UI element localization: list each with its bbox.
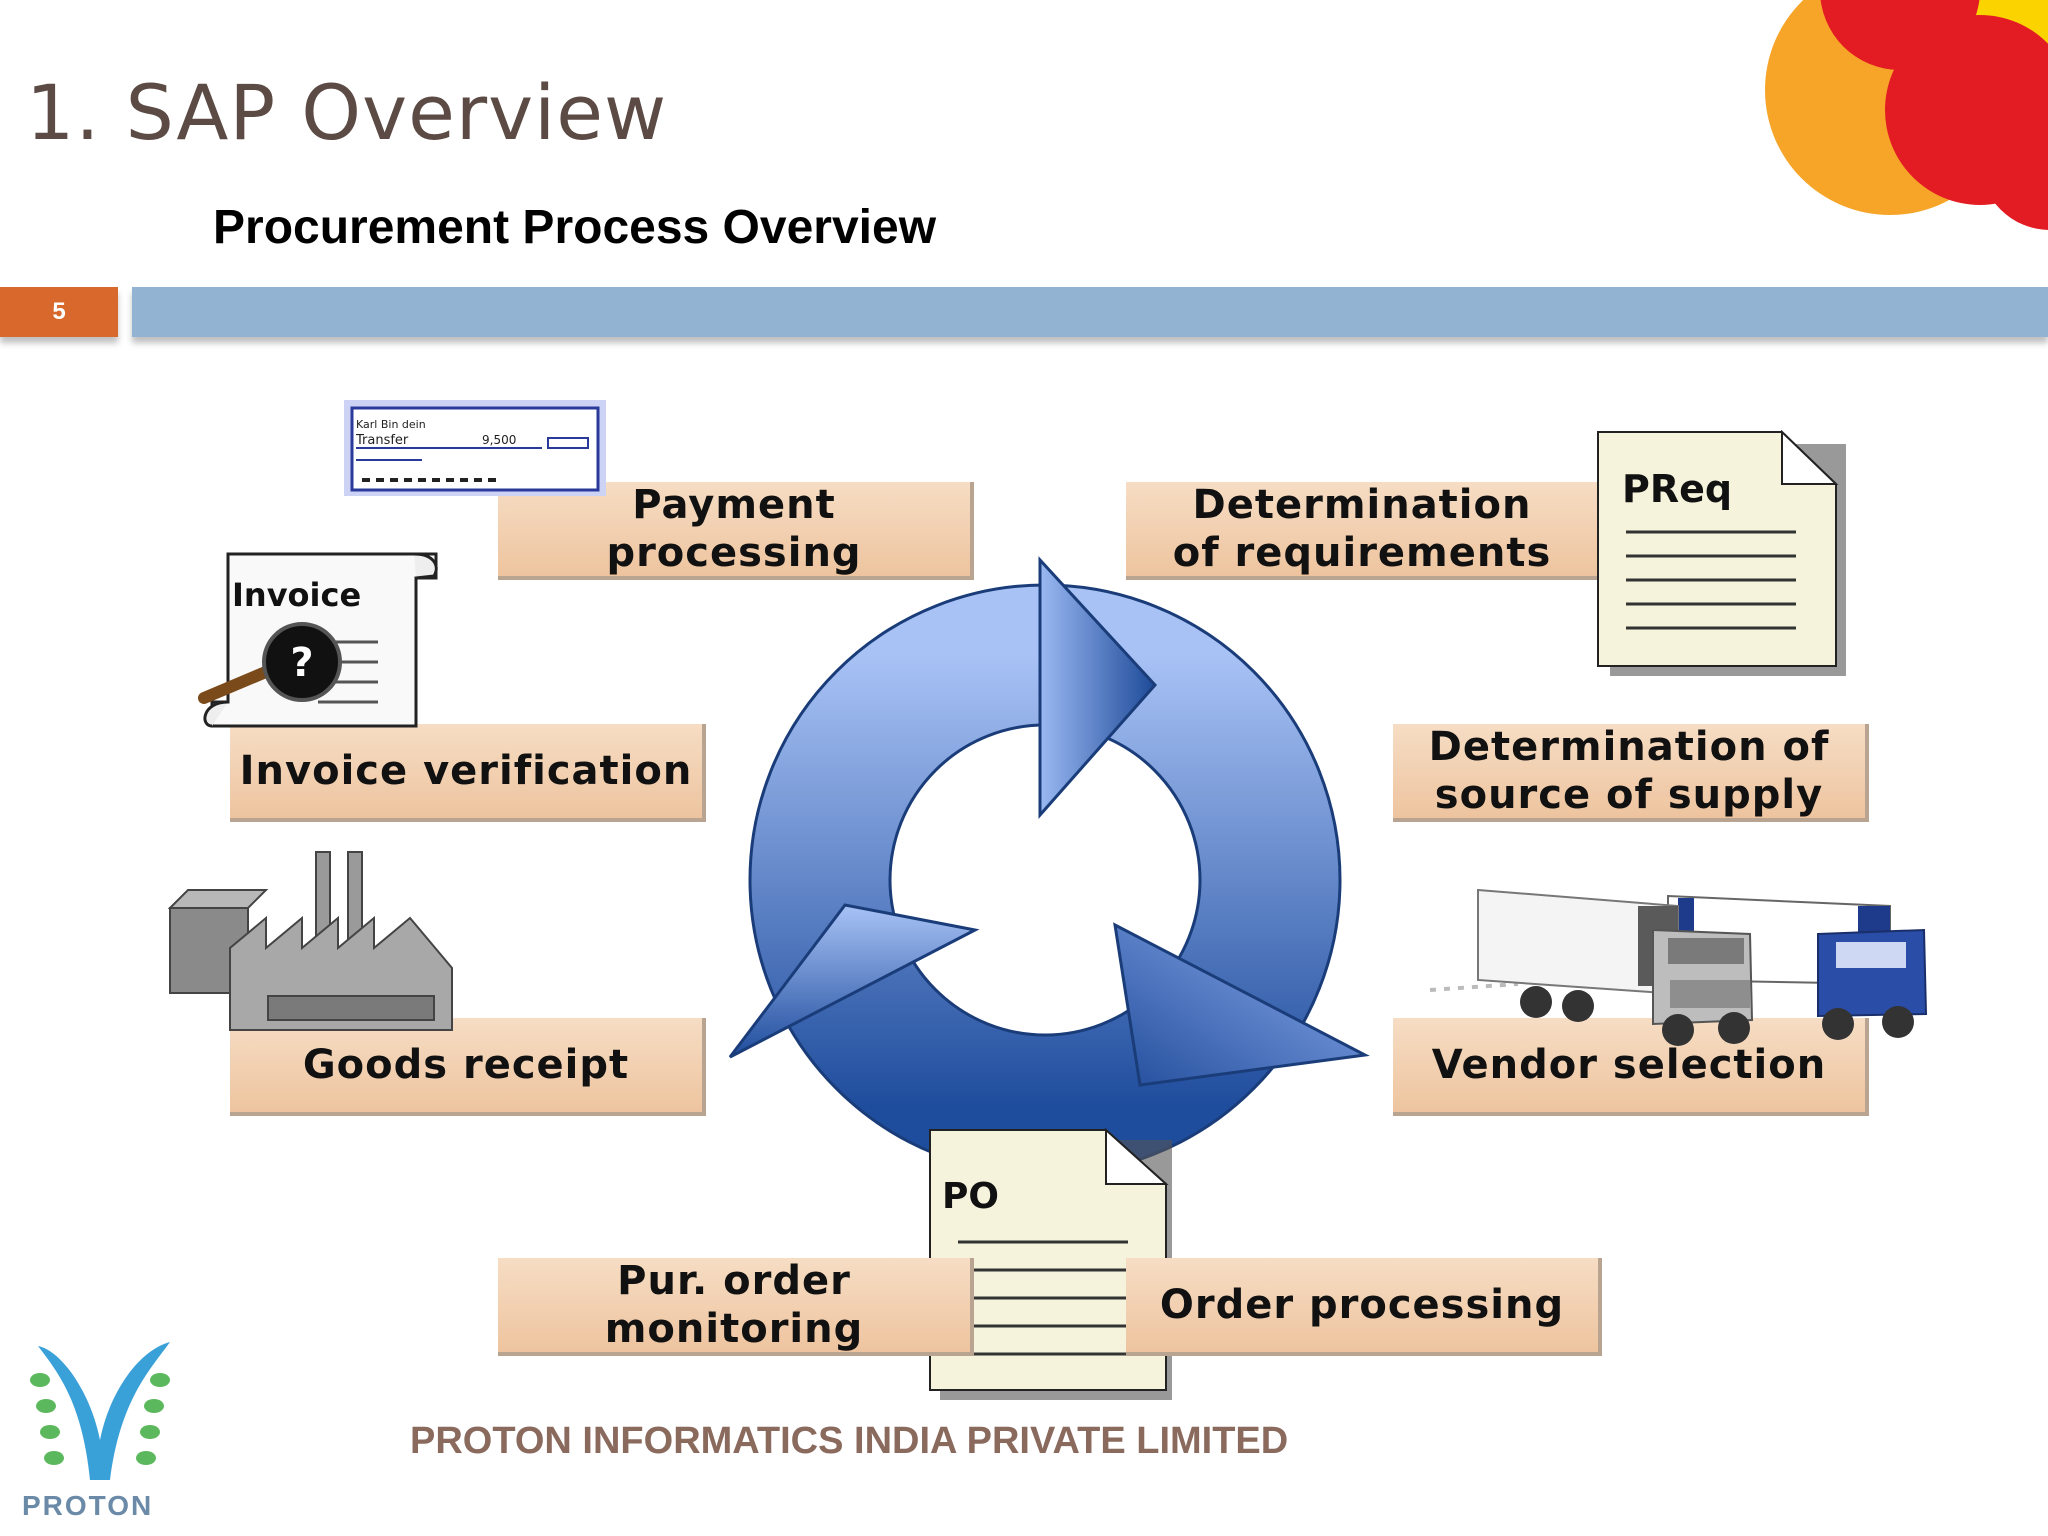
step-invoice-verification: Invoice verification	[230, 724, 706, 822]
purchase-requisition-document-icon: PReq	[1597, 430, 1846, 676]
step-vendor-selection: Vendor selection	[1393, 1018, 1869, 1116]
cheque-amount: 9,500	[482, 433, 516, 447]
slide-subtitle: Procurement Process Overview	[213, 201, 937, 254]
po-label: PO	[942, 1176, 999, 1217]
title-divider-bar	[132, 287, 2048, 337]
page-number-badge: 5	[0, 287, 118, 337]
step-order-processing: Order processing	[1126, 1258, 1602, 1356]
corner-decoration	[1765, 0, 2048, 230]
step-goods-receipt: Goods receipt	[230, 1018, 706, 1116]
step-source-of-supply: Determination of source of supply	[1393, 724, 1869, 822]
footer-company-name: PROTON INFORMATICS INDIA PRIVATE LIMITED	[410, 1420, 1289, 1462]
purchase-order-document-icon: PO	[929, 1128, 1172, 1400]
invoice-document-icon: Invoice ?	[198, 552, 438, 728]
slide-title: 1. SAP Overview	[26, 68, 668, 157]
delivery-trucks-icon	[1429, 888, 1928, 1046]
invoice-label: Invoice	[232, 576, 361, 614]
cheque-name: Karl Bin dein	[356, 418, 426, 431]
step-pur-order-monitoring: Pur. order monitoring	[498, 1258, 974, 1356]
preq-label: PReq	[1622, 467, 1732, 511]
cycle-arrows-icon	[728, 556, 1370, 1177]
factory-icon	[168, 851, 453, 1031]
cheque-memo: Transfer	[355, 433, 409, 448]
logo-text: PROTON	[22, 1490, 154, 1521]
step-determination-of-requirements: Determination of requirements	[1126, 482, 1602, 580]
proton-logo-icon	[30, 1342, 170, 1480]
cheque-icon: Karl Bin dein Transfer 9,500	[344, 400, 606, 496]
invoice-question-mark: ?	[290, 640, 313, 686]
step-payment-processing: Payment processing	[498, 482, 974, 580]
